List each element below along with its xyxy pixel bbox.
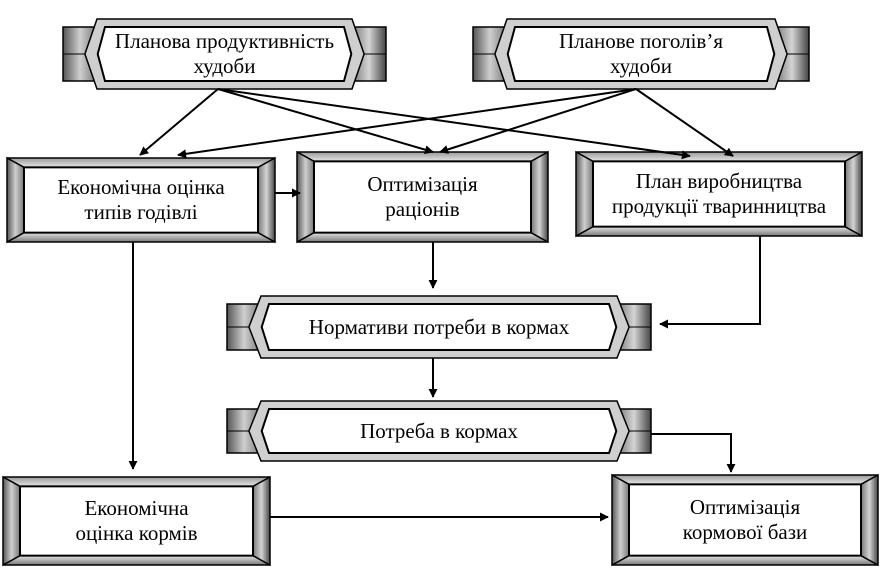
label-line: План виробництва — [635, 168, 803, 193]
edge-production-plan-to-feed-norms — [659, 236, 761, 329]
label-line: худоби — [193, 54, 256, 78]
edge-planned-headcount-to-ration-optimization — [439, 88, 637, 154]
planned_productivity-hexagon — [62, 18, 387, 90]
label-line: оцінка кормів — [75, 520, 198, 545]
label-line: типів годівлі — [84, 199, 198, 224]
ration_optimization-box — [296, 150, 549, 244]
label-line: Планова продуктивність — [114, 29, 335, 53]
feed_base_optimization-box — [611, 473, 879, 567]
feed_need-hexagon — [226, 400, 652, 462]
label-line: Оптимізація — [367, 171, 478, 196]
node-shapes — [2, 18, 879, 567]
label-line: Нормативи потреби в кормах — [308, 314, 570, 339]
edge-planned-productivity-to-ration-optimization — [217, 88, 434, 155]
feed_norms-hexagon — [226, 295, 652, 359]
economic_feeding-box — [6, 156, 276, 244]
feed_evaluation-box — [2, 475, 271, 567]
edge-planned-headcount-to-economic-feeding — [177, 88, 637, 159]
label-line: Планове поголів’я — [558, 29, 723, 53]
edge-planned-productivity-to-production-plan — [217, 88, 691, 160]
label-line: Потреба в кормах — [360, 418, 518, 443]
label-line: продукції тваринництва — [611, 193, 827, 218]
feed-norms-label: Нормативи потреби в кормах — [273, 302, 605, 352]
edge-planned-productivity-to-economic-feeding — [139, 88, 219, 156]
planned_headcount-hexagon — [472, 18, 810, 90]
edge-feed-need-to-feed-base-optimization — [651, 433, 736, 473]
label-line: раціонів — [385, 196, 460, 221]
production_plan-box — [575, 150, 863, 238]
label-line: Економічна — [84, 495, 189, 520]
label-line: Оптимізація — [689, 494, 801, 519]
label-line: худоби — [609, 54, 672, 78]
edge-planned-headcount-to-production-plan — [635, 88, 734, 157]
label-line: Економічна оцінка — [57, 174, 225, 199]
edges — [128, 88, 761, 522]
feed-need-label: Потреба в кормах — [273, 407, 605, 455]
label-line: кормової бази — [682, 519, 808, 544]
